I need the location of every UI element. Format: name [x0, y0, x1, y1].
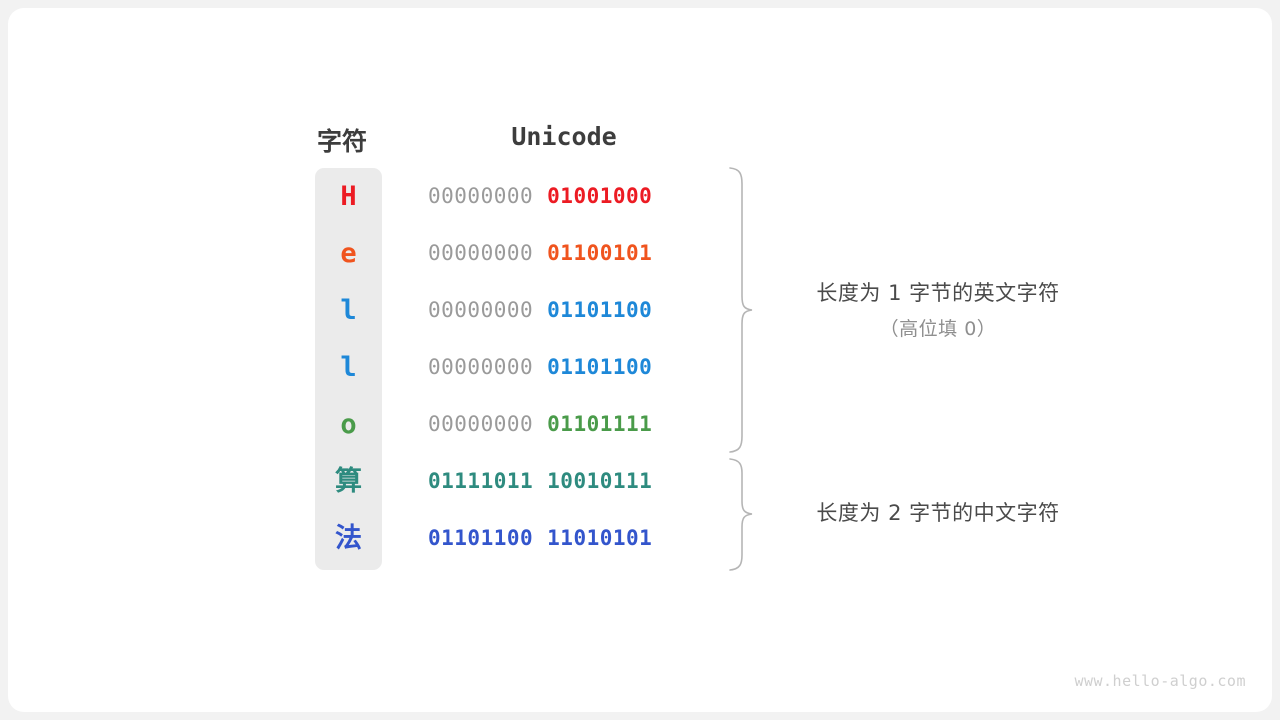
- binary-row: 01101100 11010101: [428, 510, 718, 567]
- character-cell: e: [340, 238, 357, 269]
- annotation-double-byte: 长度为 2 字节的中文字符: [768, 497, 1108, 527]
- binary-high-byte: 01101100: [428, 526, 534, 550]
- character-cell: l: [340, 352, 357, 383]
- annotation-single-byte: 长度为 1 字节的英文字符 （高位填 0）: [768, 277, 1108, 341]
- binary-high-byte: 00000000: [428, 298, 534, 322]
- binary-high-byte: 00000000: [428, 241, 534, 265]
- character-column-background: [315, 168, 382, 570]
- binary-row: 00000000 01100101: [428, 225, 718, 282]
- annotation-single-byte-main: 长度为 1 字节的英文字符: [816, 281, 1060, 305]
- annotation-double-byte-main: 长度为 2 字节的中文字符: [816, 501, 1060, 525]
- brace-single-byte: [729, 167, 753, 453]
- annotation-single-byte-sub: （高位填 0）: [879, 318, 997, 340]
- character-cell: H: [340, 181, 357, 212]
- binary-row: 01111011 10010111: [428, 453, 718, 510]
- character-cell: 法: [335, 523, 362, 554]
- watermark: www.hello-algo.com: [1074, 672, 1246, 690]
- brace-double-byte: [729, 458, 753, 571]
- character-cell: l: [340, 295, 357, 326]
- binary-row: 00000000 01101111: [428, 396, 718, 453]
- character-cell: o: [340, 409, 357, 440]
- binary-high-byte: 01111011: [428, 469, 534, 493]
- binary-low-byte: 01101100: [547, 355, 653, 379]
- binary-high-byte: 00000000: [428, 355, 534, 379]
- binary-low-byte: 10010111: [547, 469, 653, 493]
- figure-card: 字符 Unicode H 00000000 01001000 e 00000000 011…: [8, 8, 1272, 712]
- character-cell: 算: [335, 466, 362, 497]
- binary-row: 00000000 01101100: [428, 282, 718, 339]
- column-header-unicode: Unicode: [511, 122, 617, 151]
- binary-low-byte: 01100101: [547, 241, 653, 265]
- binary-low-byte: 11010101: [547, 526, 653, 550]
- column-header-character: 字符: [316, 127, 367, 156]
- binary-low-byte: 01101111: [547, 412, 653, 436]
- binary-row: 00000000 01101100: [428, 339, 718, 396]
- binary-row: 00000000 01001000: [428, 168, 718, 225]
- binary-high-byte: 00000000: [428, 184, 534, 208]
- binary-low-byte: 01001000: [547, 184, 653, 208]
- binary-high-byte: 00000000: [428, 412, 534, 436]
- binary-low-byte: 01101100: [547, 298, 653, 322]
